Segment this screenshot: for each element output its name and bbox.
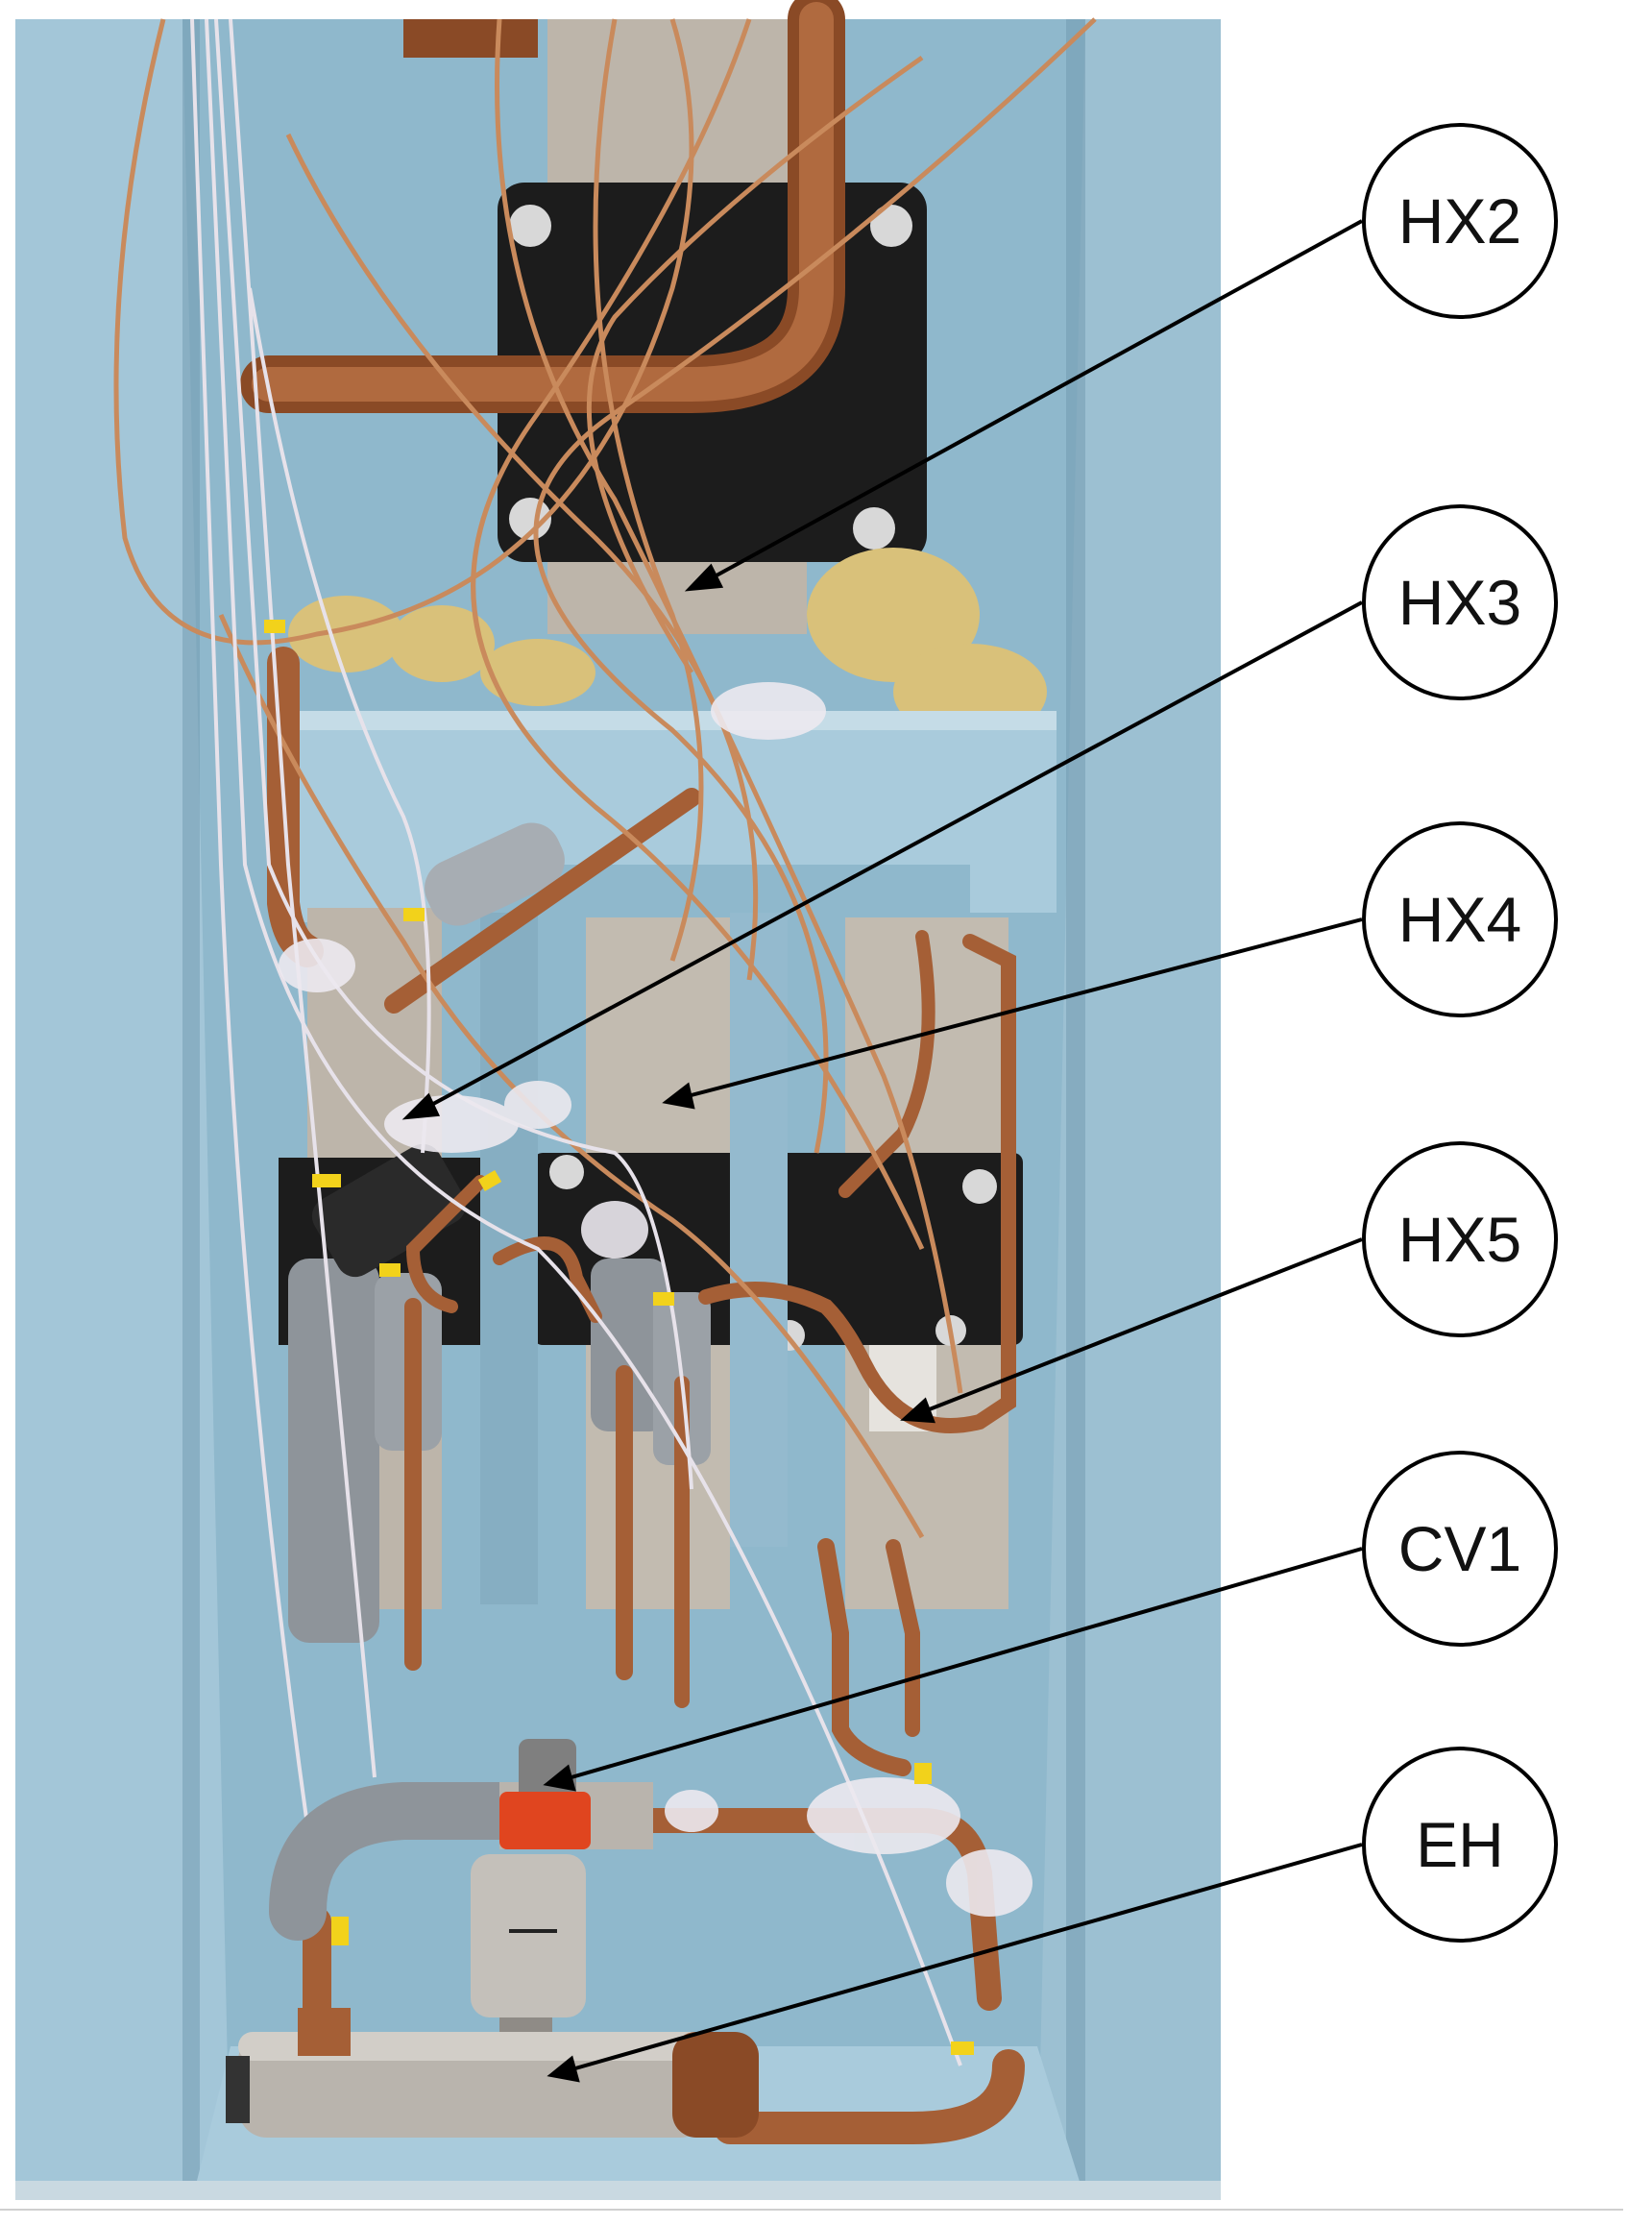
sensor-cables	[190, 18, 962, 2066]
callout-label-cv1: CV1	[1398, 1513, 1521, 1584]
leader-hx2	[705, 219, 1363, 583]
leader-hx5	[921, 1237, 1363, 1414]
leader-hx3	[422, 600, 1363, 1112]
yellow-tags	[264, 620, 974, 2055]
leader-cv1	[564, 1547, 1363, 1781]
callout-label-hx3: HX3	[1398, 567, 1521, 638]
heat-exchanger-hx2	[240, 0, 927, 634]
callout-label-eh: EH	[1416, 1809, 1504, 1880]
leader-eh	[568, 1843, 1363, 2072]
callout-cv1: CV1	[1362, 1451, 1558, 1647]
leader-hx4	[683, 917, 1363, 1099]
callout-hx5: HX5	[1362, 1141, 1558, 1337]
callout-label-hx5: HX5	[1398, 1204, 1521, 1275]
callout-hx3: HX3	[1362, 504, 1558, 700]
callout-leaders	[401, 219, 1363, 2083]
callout-hx2: HX2	[1362, 123, 1558, 319]
taped-pipes	[288, 822, 711, 1643]
callout-label-hx4: HX4	[1398, 884, 1521, 955]
callout-eh: EH	[1362, 1747, 1558, 1943]
callout-hx4: HX4	[1362, 821, 1558, 1017]
equipment-photo	[15, 0, 1221, 2200]
callout-label-hx2: HX2	[1398, 185, 1521, 257]
copper-piping	[267, 647, 1025, 2144]
electric-heater-eh	[226, 2008, 759, 2138]
